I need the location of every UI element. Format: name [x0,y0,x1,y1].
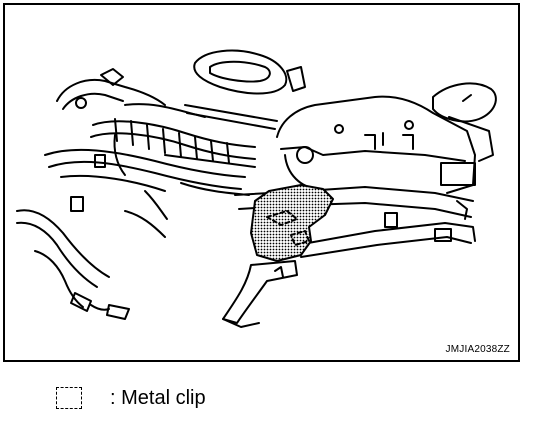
diagram-frame: JMJIA2038ZZ [3,3,520,362]
legend-label-metal-clip: : Metal clip [110,386,206,409]
legend: : Metal clip [56,385,206,411]
dashed-square-icon [56,387,82,409]
figure-code: JMJIA2038ZZ [445,344,510,355]
seat-frame-illustration [5,5,522,364]
